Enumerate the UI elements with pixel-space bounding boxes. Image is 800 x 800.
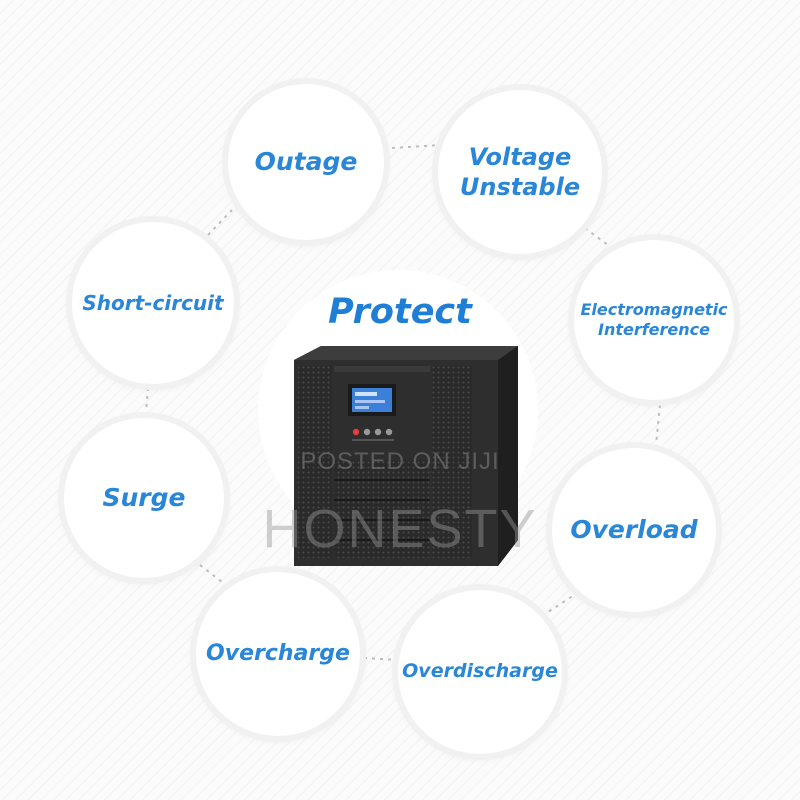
protection-label-electromagnetic-interference: Electromagnetic Interference <box>580 300 728 339</box>
diagram-title: Protect <box>328 292 472 332</box>
connector-line <box>363 657 401 661</box>
connector-line <box>655 404 661 446</box>
protection-bubble-overdischarge: Overdischarge <box>398 590 562 754</box>
protection-bubble-surge: Surge <box>64 418 224 578</box>
connector-line <box>391 144 441 149</box>
connector-line <box>199 564 223 583</box>
protection-label-voltage-unstable: Voltage Unstable <box>459 143 581 201</box>
protection-bubble-overload: Overload <box>552 448 716 612</box>
connector-line <box>584 227 613 249</box>
protection-bubble-outage: Outage <box>228 84 384 240</box>
protection-label-overdischarge: Overdischarge <box>402 660 558 683</box>
protection-label-overcharge: Overcharge <box>206 641 350 667</box>
protection-bubble-short-circuit: Short-circuit <box>72 222 234 384</box>
protection-label-short-circuit: Short-circuit <box>82 290 224 315</box>
connector-line <box>207 209 233 236</box>
protection-bubble-overcharge: Overcharge <box>196 572 360 736</box>
protection-bubble-voltage-unstable: Voltage Unstable <box>438 90 602 254</box>
ups-tower-icon <box>294 346 518 566</box>
protection-label-overload: Overload <box>570 515 698 545</box>
protection-bubble-electromagnetic-interference: Electromagnetic Interference <box>574 240 734 400</box>
connector-line <box>145 387 149 413</box>
protection-label-surge: Surge <box>102 483 186 513</box>
protection-label-outage: Outage <box>254 147 358 177</box>
